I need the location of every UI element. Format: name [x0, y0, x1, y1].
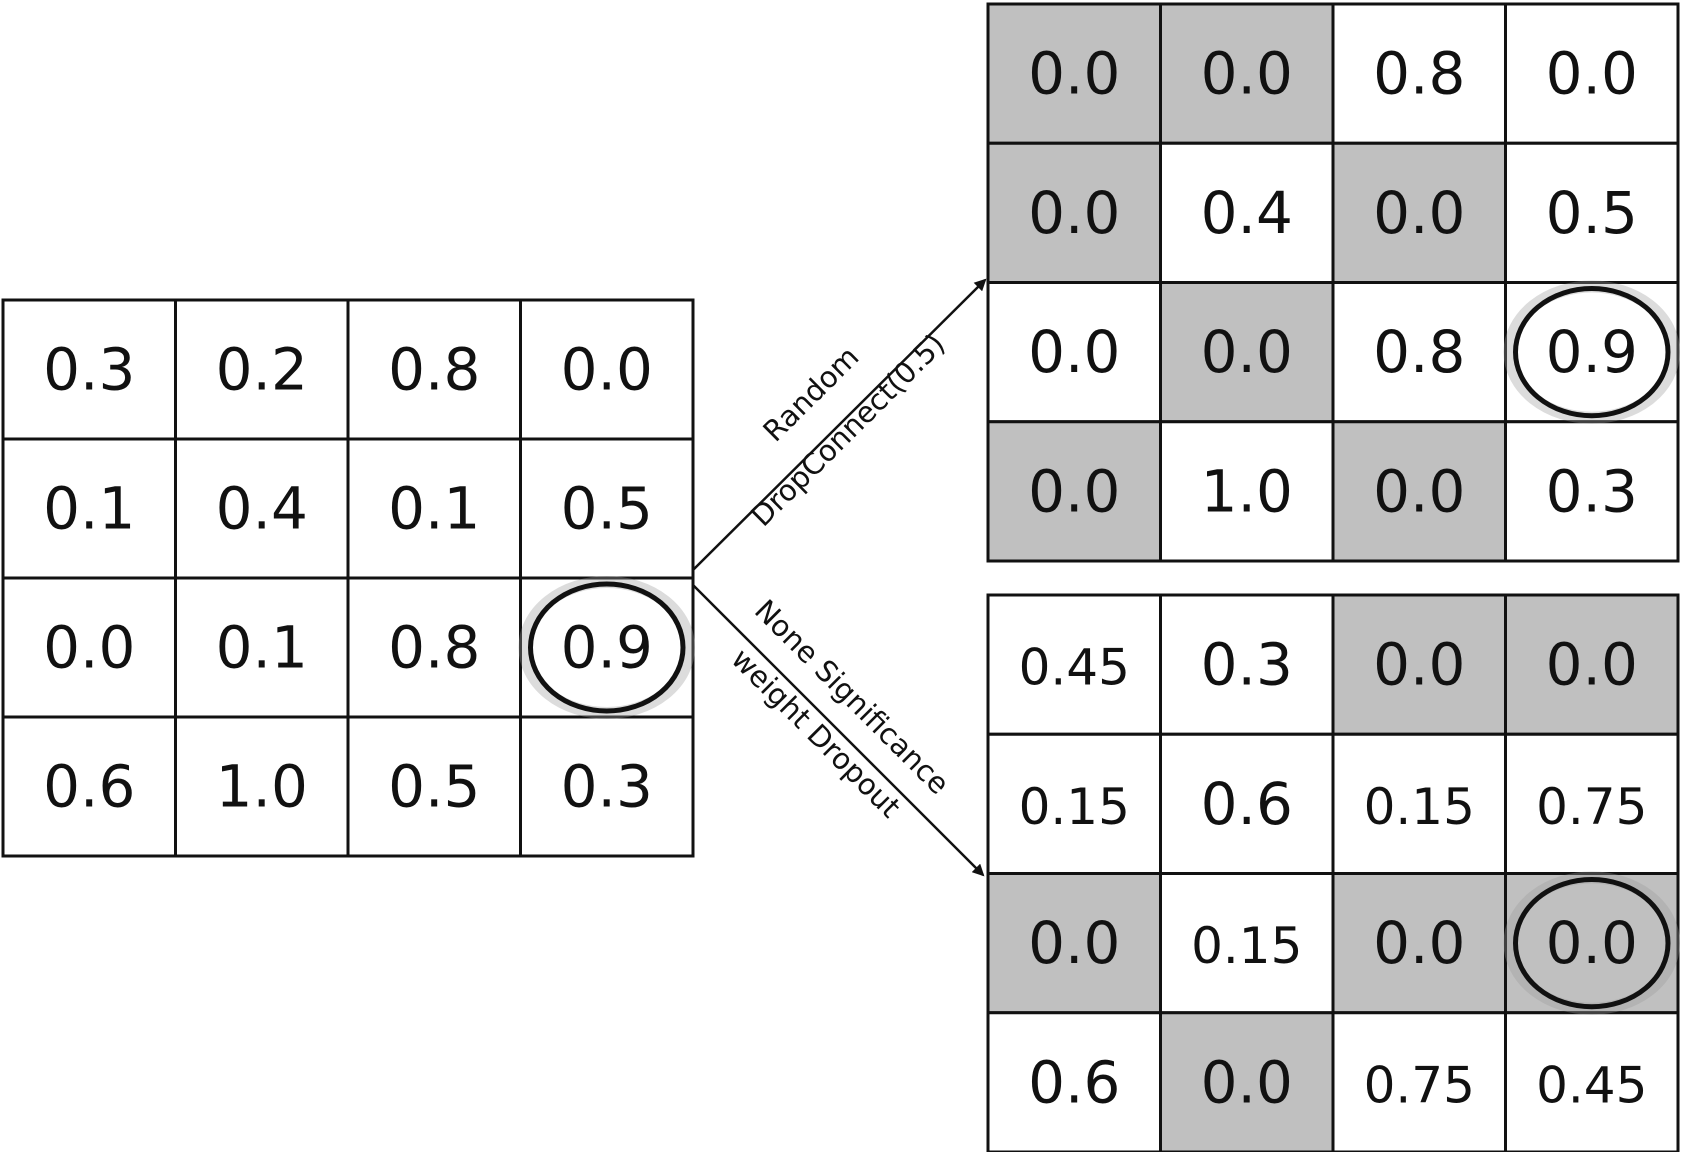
matrix-cell-value: 0.15: [1364, 778, 1475, 836]
matrix-cell-value: 1.0: [1201, 457, 1293, 525]
matrix-cell-value: 0.8: [1373, 40, 1465, 108]
lower-arrow: None Significance weight Dropout: [692, 584, 985, 877]
matrix-cell: [986, 2, 1162, 145]
matrix-cell: [519, 298, 695, 441]
matrix-cell-value: 0.5: [561, 475, 653, 543]
matrix-cell: [1504, 141, 1680, 284]
matrix-cell: [174, 715, 350, 858]
matrix-cell: [1331, 593, 1507, 736]
matrix-cell-value: 1.0: [216, 753, 308, 821]
matrix-cell-value: 0.1: [216, 614, 308, 682]
matrix-cell: [1159, 141, 1335, 284]
matrix-cell: [1331, 1011, 1507, 1152]
matrix-cell-value: 0.45: [1019, 639, 1130, 697]
matrix-cell: [1504, 281, 1680, 424]
matrix-cell-value: 0.3: [561, 753, 653, 821]
matrix-cell-value: 0.5: [388, 753, 480, 821]
matrix-cell: [1504, 2, 1680, 145]
matrix-cell-value: 0.4: [216, 475, 308, 543]
matrix-cell: [1504, 1011, 1680, 1152]
matrix-cell: [519, 715, 695, 858]
matrix-cell: [1504, 420, 1680, 563]
matrix-cell-value: 0.5: [1546, 179, 1638, 247]
matrix-cell-value: 0.0: [561, 336, 653, 404]
matrix-cell-value: 0.6: [1028, 1048, 1120, 1116]
matrix-cell-value: 0.0: [1546, 40, 1638, 108]
matrix-cell-value: 0.15: [1191, 917, 1302, 975]
matrix-cell-value: 0.0: [1028, 909, 1120, 977]
matrix-cell-value: 0.0: [1201, 1048, 1293, 1116]
matrix-cell-value: 0.3: [1201, 631, 1293, 699]
matrix-cell-value: 0.9: [1546, 318, 1638, 386]
matrix-cell-value: 0.8: [388, 336, 480, 404]
matrix-cell-value: 0.0: [43, 614, 135, 682]
matrix-cell: [174, 298, 350, 441]
matrix-cell: [174, 437, 350, 580]
matrix-cell-value: 0.0: [1373, 179, 1465, 247]
original-weight-matrix: 0.3 0.2 0.8 0.0 0.1 0.4 0.1 0.5 0.0 0.1 0.8 0.9 0.6 1…: [1, 298, 695, 858]
matrix-cell-value: 0.0: [1373, 457, 1465, 525]
matrix-cell-value: 0.3: [43, 336, 135, 404]
matrix-cell-value: 0.0: [1028, 179, 1120, 247]
matrix-cell-value: 0.0: [1028, 457, 1120, 525]
matrix-cell-value: 0.45: [1536, 1056, 1647, 1114]
matrix-cell-value: 0.0: [1201, 318, 1293, 386]
matrix-cell-value: 0.6: [1201, 770, 1293, 838]
matrix-cell-value: 0.0: [1028, 318, 1120, 386]
matrix-cell: [1504, 593, 1680, 736]
matrix-cell-value: 0.4: [1201, 179, 1293, 247]
matrix-cell-value: 0.0: [1546, 909, 1638, 977]
random-dropconnect-matrix: 0.0 0.0 0.8 0.0 0.0 0.4 0.0 0.5 0.0 0.0 0.8 0.9 0.0 1…: [986, 2, 1680, 563]
matrix-cell: [986, 420, 1162, 563]
upper-arrow: Random DropConnect(0.5): [692, 278, 987, 571]
matrix-cell: [986, 593, 1162, 736]
matrix-cell-value: 0.0: [1546, 631, 1638, 699]
matrix-cell-value: 0.0: [1201, 40, 1293, 108]
matrix-cell-value: 0.15: [1019, 778, 1130, 836]
matrix-cell: [519, 576, 695, 719]
matrix-cell: [1159, 420, 1335, 563]
matrix-cell: [174, 576, 350, 719]
matrix-cell-value: 0.75: [1536, 778, 1647, 836]
significance-dropout-matrix: 0.45 0.3 0.0 0.0 0.15 0.6 0.15 0.75 0.0 0.15 0.0 0.…: [986, 593, 1680, 1152]
upper-arrow-line: [692, 278, 987, 571]
matrix-cell-value: 0.6: [43, 753, 135, 821]
highlight-ring: [1513, 877, 1671, 1010]
matrix-cell: [986, 732, 1162, 875]
matrix-cell: [1331, 420, 1507, 563]
matrix-cell-value: 0.8: [388, 614, 480, 682]
matrix-cell: [519, 437, 695, 580]
matrix-cell-value: 0.3: [1546, 457, 1638, 525]
matrix-cell-value: 0.9: [561, 614, 653, 682]
matrix-cell-value: 0.2: [216, 336, 308, 404]
matrix-cell: [1504, 732, 1680, 875]
matrix-cell-value: 0.0: [1373, 909, 1465, 977]
matrix-cell: [1159, 2, 1335, 145]
matrix-cell-value: 0.0: [1373, 631, 1465, 699]
highlight-ring: [528, 581, 686, 714]
matrix-cell-value: 0.0: [1028, 40, 1120, 108]
matrix-cell-value: 0.75: [1364, 1056, 1475, 1114]
matrix-cell-value: 0.8: [1373, 318, 1465, 386]
highlight-ring: [1513, 286, 1671, 419]
lower-arrow-line: [692, 584, 985, 877]
matrix-cell-value: 0.1: [388, 475, 480, 543]
matrix-cell: [346, 298, 522, 441]
matrix-cell-value: 0.1: [43, 475, 135, 543]
matrix-cell: [1, 298, 177, 441]
matrix-cell: [1, 715, 177, 858]
